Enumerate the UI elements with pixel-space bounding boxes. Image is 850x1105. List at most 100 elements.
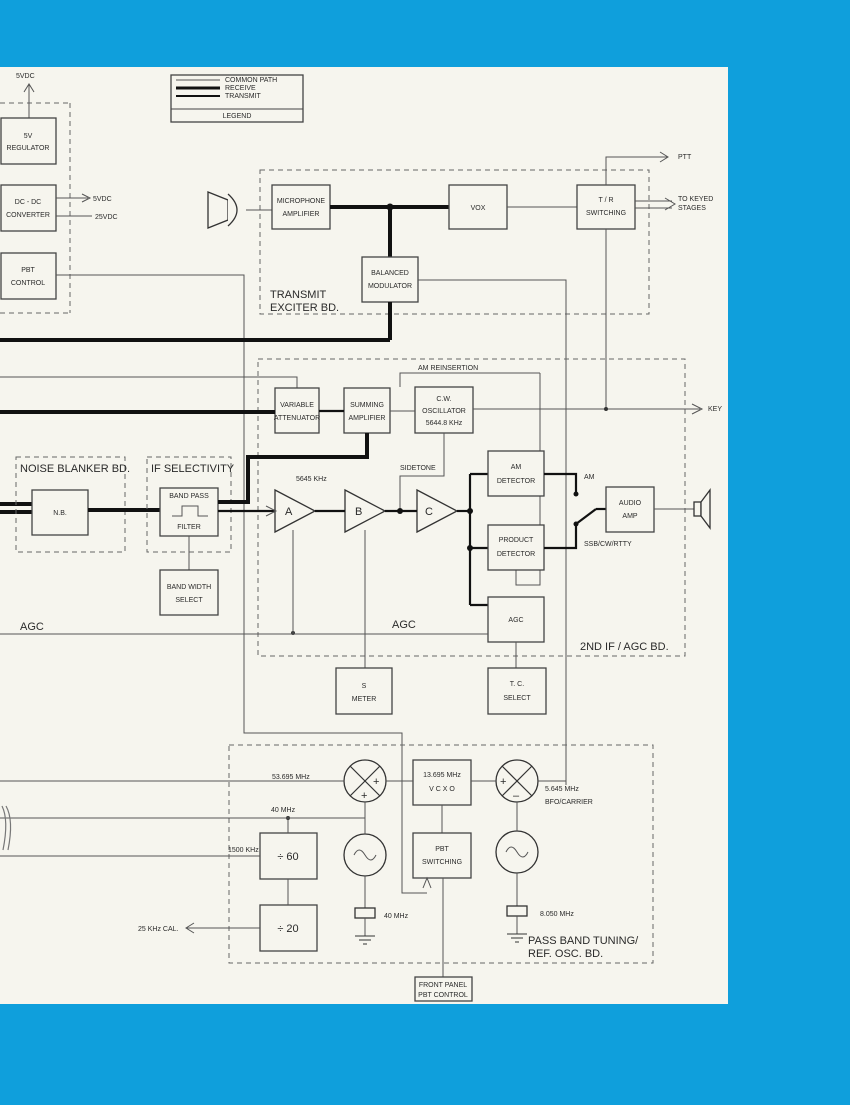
regulator-line1: 5V [24,133,33,140]
svg-text:+: + [500,776,506,788]
svg-text:+: + [373,776,379,788]
bw-line2: SELECT [175,597,203,604]
s-meter-line2: METER [352,696,377,703]
am-detector-block [487,450,545,497]
label-5645khz: 5645 KHz [296,476,327,483]
label-key: KEY [708,406,722,413]
label-25khz-cal: 25 KHz CAL. [138,926,179,933]
nb-label: N.B. [53,510,67,517]
label-am-reinsertion: AM REINSERTION [418,365,478,372]
label-40mhz: 40 MHz [271,807,296,814]
transmit-title-2: EXCITER BD. [270,302,339,314]
vcxo-line1: 13.695 MHz [423,772,461,779]
label-5vdc-out: 5VDC [93,196,112,203]
label-8mhz: 8.050 MHz [540,911,574,918]
sum-amp-line1: SUMMING [350,402,384,409]
tr-line2: SWITCHING [586,210,626,217]
audio-amp-line2: AMP [622,513,638,520]
amp-b-label: B [355,506,362,518]
cw-line2: OSCILLATOR [422,408,466,415]
pbt-control-block [0,252,57,300]
legend-common: COMMON PATH [225,77,277,84]
dcdc-line1: DC - DC [15,199,41,206]
agc-block-label: AGC [508,617,523,624]
label-bfo: BFO/CARRIER [545,799,593,806]
summing-amplifier-block [343,387,391,434]
legend-transmit: TRANSMIT [225,93,262,100]
label-53mhz: 53.695 MHz [272,774,310,781]
label-bfo-freq: 5.645 MHz [545,786,579,793]
label-40mhz-xtal: 40 MHz [384,913,409,920]
bpf-line2: FILTER [177,524,201,531]
prod-det-line2: DETECTOR [497,551,535,558]
noise-blanker-board: NOISE BLANKER BD. N.B. [15,456,160,553]
tc-line2: SELECT [503,695,531,702]
bpf-line1: BAND PASS [169,493,209,500]
crystal-40mhz [354,907,376,919]
pbt-control-line2: CONTROL [11,280,45,287]
vox-label: VOX [471,205,486,212]
vcxo-block [412,759,472,806]
var-att-line2: ATTENUATOR [274,415,320,422]
variable-attenuator-block [274,387,320,434]
dcdc-line2: CONVERTER [6,212,50,219]
dcdc-converter-block [0,184,57,232]
cw-line3: 5644.8 KHz [426,420,463,427]
power-board: 5VDC 5V REGULATOR DC - DC CONVERTER 5VDC… [0,73,118,314]
label-25vdc-out: 25VDC [95,214,118,221]
amp-c-label: C [425,506,433,518]
legend-receive: RECEIVE [225,85,256,92]
label-agc-mid: AGC [392,619,416,631]
if-selectivity-title: IF SELECTIVITY [151,463,235,475]
legend: COMMON PATH RECEIVE TRANSMIT LEGEND [170,74,304,123]
noise-blanker-block [31,489,89,536]
speaker-icon [693,488,711,530]
front-panel-pbt-control-block [414,976,473,1002]
audio-amp-block [605,486,655,533]
vcxo-line2: V C X O [429,786,455,793]
pbt-title-1: PASS BAND TUNING/ [528,935,639,947]
regulator-5v-block [0,117,57,165]
bal-mod-line2: MODULATOR [368,283,412,290]
front-panel-line1: FRONT PANEL [419,982,467,989]
pbt-sw-line1: PBT [435,846,449,853]
tc-select-block [487,667,547,715]
bw-line1: BAND WIDTH [167,584,211,591]
tr-line1: T / R [598,197,613,204]
label-am: AM [584,474,595,481]
mic-amp-line1: MICROPHONE [277,198,326,205]
mic-amp-line2: AMPLIFIER [283,211,320,218]
label-ssb: SSB/CW/RTTY [584,541,632,548]
crystal-8mhz [506,905,528,917]
label-keyed-2: STAGES [678,205,706,212]
label-sidetone: SIDETONE [400,465,436,472]
balanced-modulator-block [361,256,419,303]
vox-block [448,184,508,230]
am-det-line1: AM [511,464,522,471]
pbt-sw-line2: SWITCHING [422,859,462,866]
s-meter-block [335,667,393,715]
bal-mod-line1: BALANCED [371,270,409,277]
band-pass-filter-block [159,487,219,537]
label-1500khz: 1500 KHz [228,847,259,854]
divide-20-block [259,904,318,952]
svg-text:+: + [361,790,367,802]
pbt-title-2: REF. OSC. BD. [528,948,603,960]
if-agc-title: 2ND IF / AGC BD. [580,641,669,653]
noise-blanker-title: NOISE BLANKER BD. [20,463,130,475]
front-panel-line2: PBT CONTROL [418,992,468,999]
am-det-line2: DETECTOR [497,478,535,485]
regulator-line2: REGULATOR [7,145,50,152]
audio-amp-line1: AUDIO [619,500,642,507]
var-att-line1: VARIABLE [280,402,314,409]
div60-label: ÷ 60 [277,851,298,863]
pbt-control-line1: PBT [21,267,35,274]
s-meter-line1: S [362,683,367,690]
band-width-select-block [159,569,219,616]
transmit-title-1: TRANSMIT [270,289,327,301]
pbt-ref-osc-board: PASS BAND TUNING/ REF. OSC. BD. + + + – … [228,744,654,964]
label-keyed-1: TO KEYED [678,196,713,203]
cw-oscillator-block [414,386,474,434]
